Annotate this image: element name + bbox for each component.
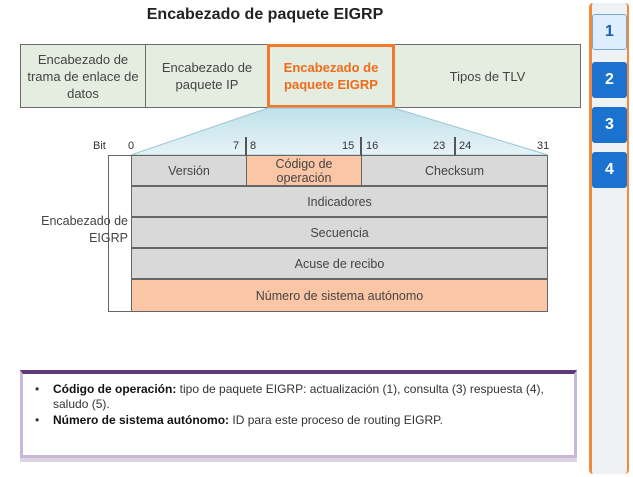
bit-7: 7	[233, 140, 240, 152]
notes-box: • Código de operación: tipo de paquete E…	[20, 370, 577, 458]
bullet-icon: •	[35, 413, 40, 427]
bit-divider	[360, 137, 362, 155]
bit-label: Bit	[93, 140, 106, 152]
note-item: • Número de sistema autónomo: ID para es…	[35, 413, 564, 428]
bit-23: 23	[433, 140, 446, 152]
nav-button-1[interactable]: 1	[592, 14, 627, 50]
tlv-types-box: Tipos de TLV	[394, 44, 581, 108]
datalink-frame-header-box: Encabezado de trama de enlace de datos	[20, 44, 146, 108]
note-term: Código de operación:	[53, 382, 177, 396]
opcode-field: Código de operación	[246, 155, 362, 186]
eigrp-header-label: Encabezado de EIGRP	[41, 214, 128, 245]
eigrp-packet-header-box: Encabezado de paquete EIGRP	[267, 44, 395, 108]
asn-field: Número de sistema autónomo	[131, 279, 548, 312]
diagram-title: Encabezado de paquete EIGRP	[146, 6, 384, 23]
sequence-field: Secuencia	[131, 217, 548, 248]
bit-divider	[454, 137, 456, 155]
ack-field: Acuse de recibo	[131, 248, 548, 279]
note-body: Número de sistema autónomo: ID para este…	[53, 413, 443, 428]
flags-field: Indicadores	[131, 186, 548, 217]
bit-15: 15	[342, 140, 355, 152]
note-body: Código de operación: tipo de paquete EIG…	[53, 382, 564, 412]
note-item: • Código de operación: tipo de paquete E…	[35, 382, 564, 412]
bullet-icon: •	[35, 382, 40, 396]
nav-button-2[interactable]: 2	[592, 62, 627, 98]
bit-31: 31	[537, 140, 550, 152]
bit-8: 8	[250, 140, 257, 152]
bit-16: 16	[366, 140, 379, 152]
bit-divider	[245, 137, 247, 155]
version-field: Versión	[131, 155, 247, 186]
note-term: Número de sistema autónomo:	[53, 413, 230, 427]
ip-packet-header-box: Encabezado de paquete IP	[145, 44, 269, 108]
note-text: ID para este proceso de routing EIGRP.	[229, 413, 443, 427]
bit-24: 24	[459, 140, 472, 152]
bit-0: 0	[128, 140, 135, 152]
checksum-field: Checksum	[361, 155, 548, 186]
nav-button-4[interactable]: 4	[592, 152, 627, 188]
header-bracket	[108, 155, 134, 312]
nav-button-3[interactable]: 3	[592, 107, 627, 143]
note-text: tipo de paquete EIGRP: actualización (1)…	[53, 382, 544, 411]
